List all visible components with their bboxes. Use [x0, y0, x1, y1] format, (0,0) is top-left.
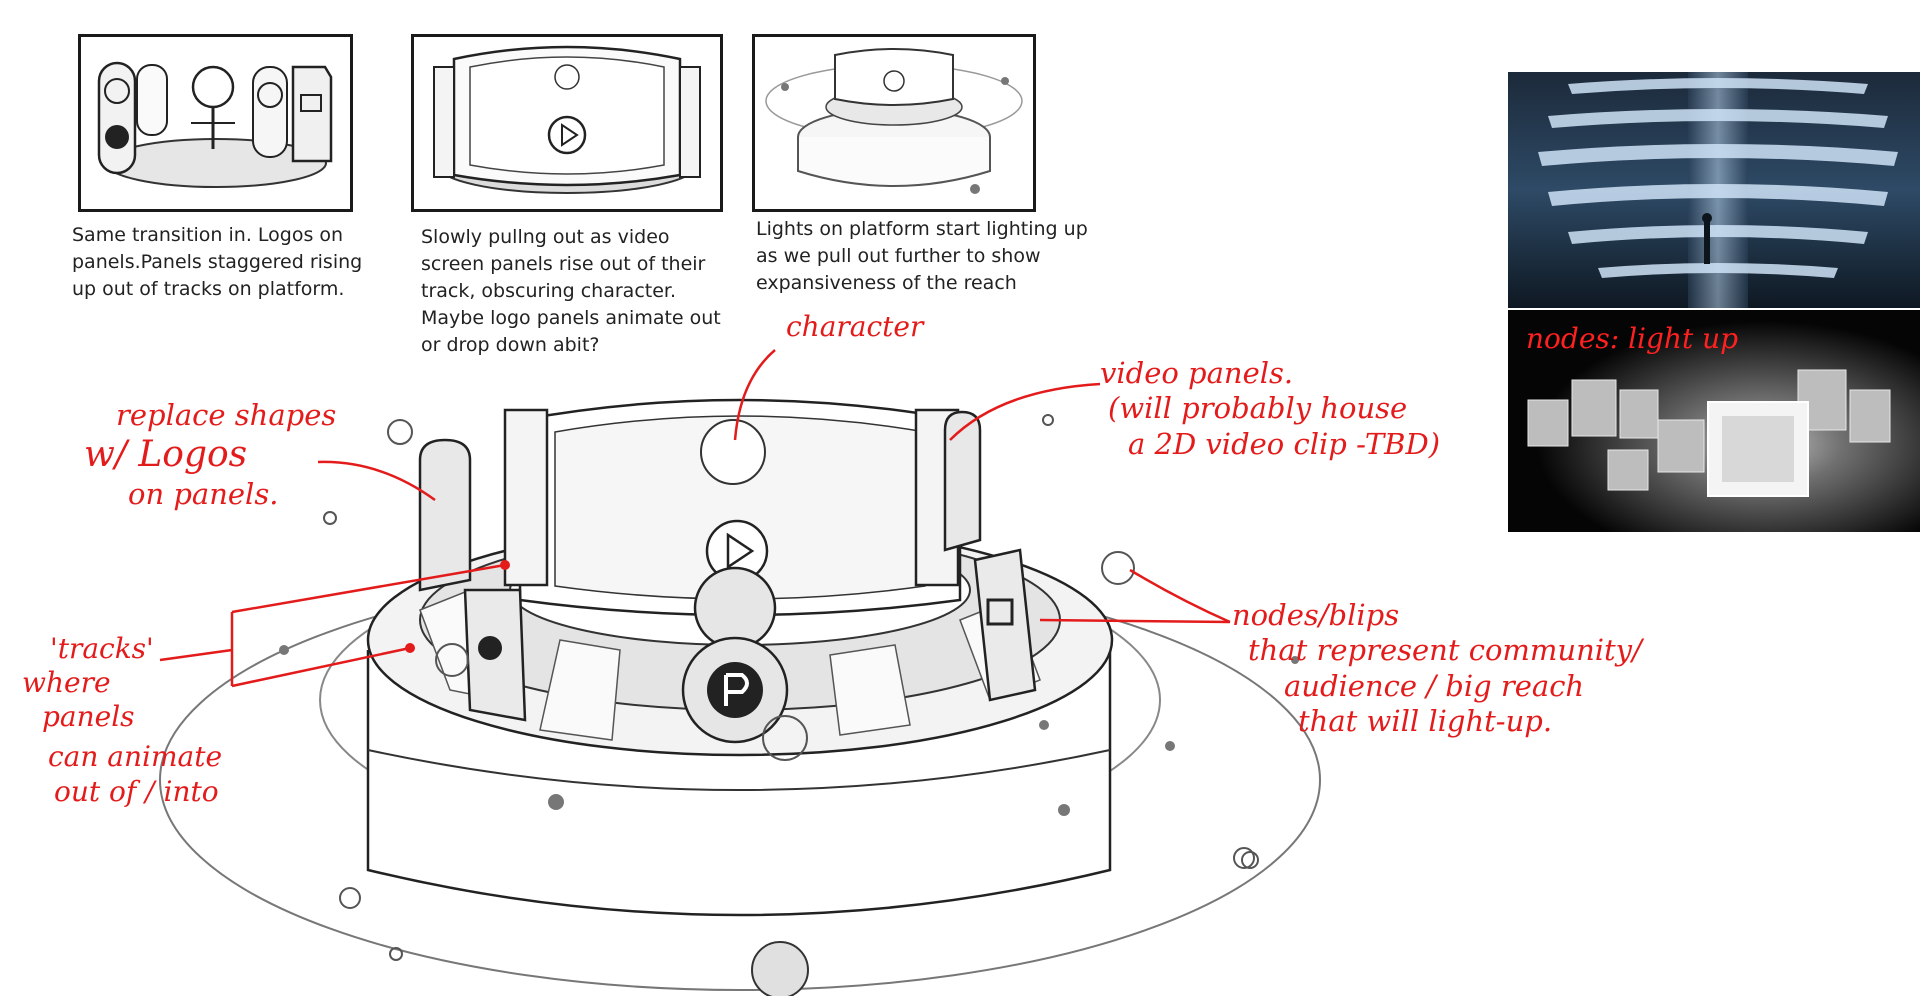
nodes-leader-upper [1129, 568, 1231, 624]
character-leader [733, 349, 776, 441]
caption-line: panels.Panels staggered rising [72, 251, 363, 273]
caption-panel-3: Lights on platform start lighting up as … [756, 216, 1088, 297]
node-blip [1101, 551, 1135, 585]
annotation-line: on panels. [128, 477, 279, 512]
annotation-line: a 2D video clip -TBD) [1128, 426, 1441, 461]
annotation-tracks: 'tracks' where panels can animate out of… [22, 632, 222, 809]
node-blip [1233, 847, 1255, 869]
annotation-line: 'tracks' [50, 632, 154, 665]
annotation-character: character [786, 310, 923, 344]
annotation-replace-shapes: replace shapes w/ Logos on panels. [84, 398, 337, 513]
tracks-leader-lower [231, 646, 411, 688]
logo-panel-right [943, 410, 982, 552]
node-blip [1241, 851, 1259, 869]
annotation-line: that will light-up. [1298, 704, 1553, 739]
character-head [700, 419, 766, 485]
annotation-line: w/ Logos [84, 434, 248, 476]
video-panel-left [503, 408, 549, 587]
caption-line: or drop down abit? [421, 334, 600, 356]
video-panels-leader [949, 382, 1101, 441]
caption-line: Lights on platform start lighting up [756, 218, 1088, 240]
caption-line: screen panels rise out of their [421, 253, 706, 275]
platform-base-band [367, 749, 1111, 791]
annotation-nodes: nodes/blips that represent community/ au… [1232, 598, 1642, 740]
storyboard-frame-2 [411, 34, 723, 212]
sketch-platform-logos [97, 61, 333, 188]
node-blip-large [751, 941, 809, 996]
annotation-line: nodes/blips [1232, 598, 1400, 632]
annotation-line: audience / big reach [1284, 668, 1585, 703]
caption-line: Maybe logo panels animate out [421, 307, 721, 329]
caption-line: Same transition in. Logos on [72, 224, 344, 246]
storyboard-frame-1 [78, 34, 353, 212]
caption-line: track, obscuring character. [421, 280, 677, 302]
caption-line: up out of tracks on platform. [72, 278, 345, 300]
logo-panel-left [418, 438, 472, 592]
caption-panel-1: Same transition in. Logos on panels.Pane… [72, 222, 362, 303]
node-blip [339, 887, 361, 909]
annotation-line: (will probably house [1108, 391, 1408, 426]
reference-image-reach [1508, 72, 1920, 308]
nodes-leader-lower [1039, 618, 1231, 624]
tracks-leader-upper [231, 563, 506, 614]
annotation-leaders [159, 349, 1231, 688]
node-blip [1042, 414, 1054, 426]
platform-sketch [159, 349, 1321, 996]
nodes-light-up-label: nodes: light up [1526, 322, 1739, 355]
storyboard-frame-3 [752, 34, 1036, 212]
caption-line: Slowly pullng out as video [421, 226, 670, 248]
node-blip [387, 419, 413, 445]
annotation-video-panels: video panels. (will probably house a 2D … [1100, 356, 1440, 462]
annotation-line: can animate [48, 740, 223, 774]
nodes-reference-photo [1508, 310, 1920, 532]
node-blip [762, 715, 808, 761]
replace-shapes-leader [317, 460, 436, 502]
node-blip [389, 947, 403, 961]
reach-reference-photo [1508, 72, 1920, 308]
annotation-line: video panels. [1100, 356, 1294, 390]
annotation-line: panels [42, 700, 135, 734]
character-logo-stack [681, 566, 789, 744]
annotation-line: that represent community/ [1248, 633, 1642, 668]
node-blip [323, 511, 337, 525]
caption-line: expansiveness of the reach [756, 272, 1017, 294]
sketch-video-panels [433, 45, 701, 194]
tracks-leader-middle [159, 648, 233, 662]
node-blip [435, 643, 469, 677]
node-dots [279, 645, 1299, 816]
sketch-pull-out [765, 48, 1023, 194]
caption-panel-2: Slowly pullng out as video screen panels… [421, 224, 721, 359]
annotation-line: replace shapes [116, 398, 337, 432]
annotation-line: where [22, 666, 111, 700]
annotation-line: character [786, 310, 924, 343]
caption-line: as we pull out further to show [756, 245, 1041, 267]
annotation-line: out of / into [54, 774, 219, 808]
reference-image-nodes: nodes: light up [1508, 310, 1920, 532]
node-blips [323, 414, 1259, 961]
